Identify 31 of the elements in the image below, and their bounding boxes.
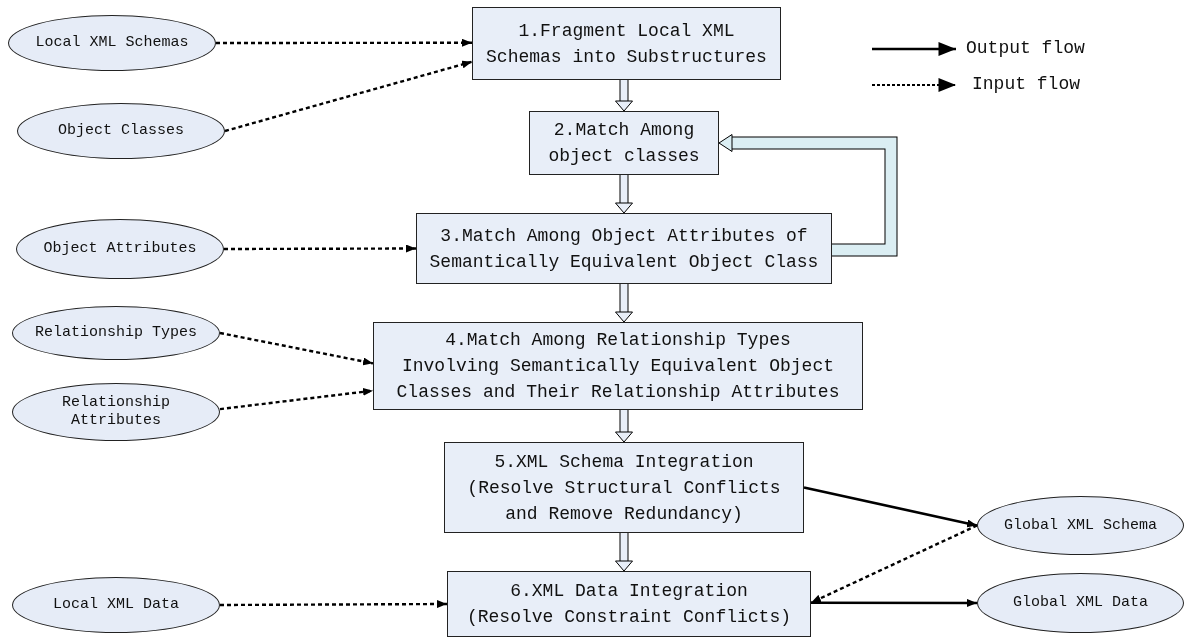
block-arrow (615, 410, 633, 443)
legend-label: Output flow (966, 37, 1085, 59)
arrow (216, 38, 472, 47)
arrow (810, 524, 978, 604)
process-box: 4.Match Among Relationship Types Involving Semantically Equivalent Object Classes and Their Relationship Attributes (373, 322, 863, 410)
data-ellipse: Relationship Types (12, 306, 220, 360)
arrow (811, 599, 977, 607)
process-box: 6.XML Data Integration (Resolve Constraint Conflicts) (447, 571, 811, 637)
process-box: 3.Match Among Object Attributes of Semantically Equivalent Object Class (416, 213, 832, 284)
arrow (224, 60, 473, 133)
data-ellipse: Local XML Data (12, 577, 220, 633)
arrow (803, 486, 978, 528)
data-ellipse: Relationship Attributes (12, 383, 220, 441)
process-box: 1.Fragment Local XML Schemas into Substructures (472, 7, 781, 80)
arrow (219, 387, 374, 411)
data-ellipse: Global XML Schema (977, 496, 1184, 555)
process-box: 5.XML Schema Integration (Resolve Structural Conflicts and Remove Redundancy) (444, 442, 804, 533)
arrow (219, 331, 374, 366)
block-arrow (615, 284, 633, 323)
process-box: 2.Match Among object classes (529, 111, 719, 175)
block-arrow (615, 80, 633, 112)
data-ellipse: Object Attributes (16, 219, 224, 279)
block-arrow (615, 175, 633, 214)
data-ellipse: Local XML Schemas (8, 15, 216, 71)
arrow (224, 244, 416, 253)
arrow (220, 600, 447, 609)
block-arrow (615, 533, 633, 572)
block-arrow (718, 134, 898, 257)
data-ellipse: Global XML Data (977, 573, 1184, 633)
legend-label: Input flow (972, 73, 1081, 95)
data-ellipse: Object Classes (17, 103, 225, 159)
